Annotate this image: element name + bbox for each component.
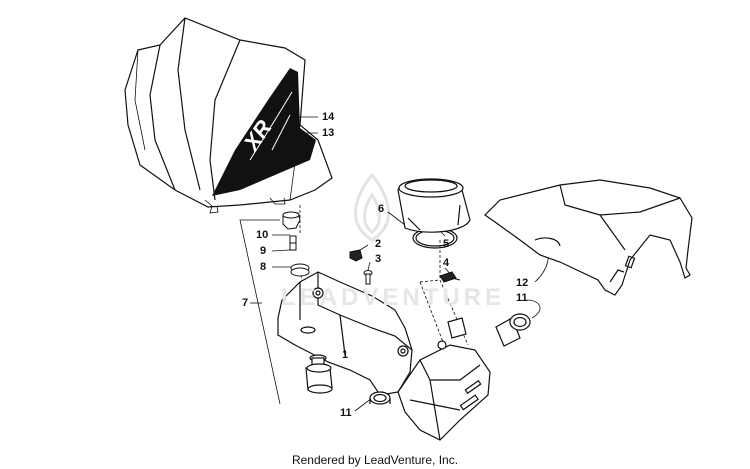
power-outlet-part [495,313,531,347]
xr-decal [212,68,316,196]
watermark-logo [354,172,390,242]
lock-ring-part [369,391,391,405]
callout-11-ring: 11 [340,407,352,419]
callout-13: 13 [322,127,335,139]
callout-10: 10 [256,229,269,241]
footer-credit: Rendered by LeadVenture, Inc. [291,453,459,467]
callout-4: 4 [443,257,450,269]
callout-9: 9 [260,245,267,257]
callout-2: 2 [375,238,382,250]
callout-11-outlet: 11 [516,292,528,304]
callout-6: 6 [378,203,385,215]
choke-knob-part [305,354,333,394]
callout-5: 5 [443,238,450,250]
callout-8: 8 [260,261,267,273]
dash-housing-part [277,271,491,441]
side-cover-part [484,179,693,296]
callout-14: 14 [322,111,335,123]
callout-1: 1 [342,349,349,361]
fastener-parts [282,211,461,285]
callout-12: 12 [516,277,529,289]
watermark-text: LEADVENTURE [280,284,505,311]
callout-7: 7 [242,297,249,309]
callout-3: 3 [375,253,382,265]
gauge-cover-part [397,178,471,249]
